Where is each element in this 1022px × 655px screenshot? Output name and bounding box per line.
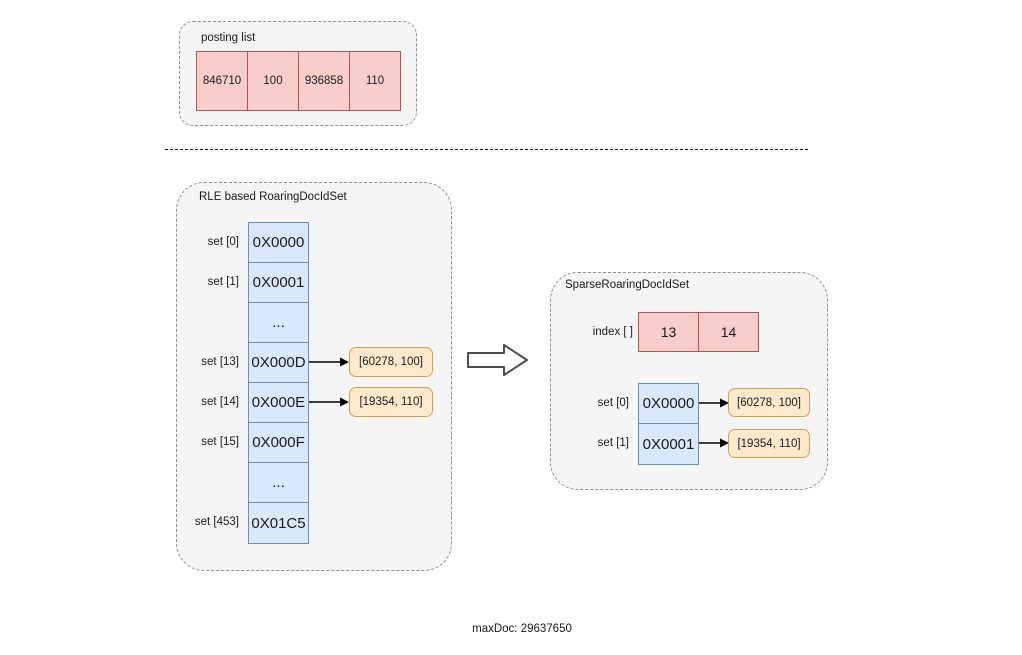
arrow-icon <box>699 398 729 408</box>
index-cell: 13 <box>638 312 699 352</box>
run-value-chip: [60278, 100] <box>349 347 433 377</box>
set-cell: 0X0000 <box>249 223 308 263</box>
posting-cell: 100 <box>247 51 299 111</box>
rle-set-array: 0X0000 0X0001 ... 0X000D 0X000E 0X000F .… <box>248 222 309 544</box>
set-cell: 0X01C5 <box>251 514 306 532</box>
maxdoc-label: maxDoc: 29637650 <box>472 623 572 635</box>
arrow-icon <box>309 357 349 367</box>
posting-list-title: posting list <box>201 32 256 44</box>
posting-list-array: 846710 100 936858 110 <box>196 51 401 111</box>
posting-list-container: posting list 846710 100 936858 110 <box>179 21 417 126</box>
set-index-label: set [0] <box>597 397 629 409</box>
rle-row-labels: set [0] set [1] set [13] set [14] set [1… <box>181 222 239 542</box>
sparse-roaringdocidset-container: SparseRoaringDocIdSet index [ ] 13 14 se… <box>550 272 828 490</box>
index-array-label: index [ ] <box>592 326 633 338</box>
set-index-label <box>181 462 239 502</box>
ellipsis-cell: ... <box>249 463 308 503</box>
sparse-row-labels: set [0] set [1] <box>559 383 629 463</box>
sparse-set-array: 0X0000 0X0001 <box>638 383 699 465</box>
run-value-chip: [60278, 100] <box>728 388 810 417</box>
posting-cell: 110 <box>349 51 401 111</box>
sparse-title: SparseRoaringDocIdSet <box>565 279 690 291</box>
rle-title: RLE based RoaringDocIdSet <box>199 191 347 203</box>
transform-arrow-icon <box>467 344 528 376</box>
arrow-icon <box>699 438 729 448</box>
set-cell: 0X000D <box>249 343 308 383</box>
dashed-divider <box>165 149 808 150</box>
set-index-label: set [1] <box>207 276 239 288</box>
index-array: 13 14 <box>638 312 759 352</box>
posting-cell: 936858 <box>298 51 350 111</box>
set-cell: 0X0000 <box>639 384 698 424</box>
run-value-chip: [19354, 110] <box>728 429 810 458</box>
set-cell: 0X000F <box>249 423 308 463</box>
set-index-label: set [13] <box>201 356 239 368</box>
posting-cell: 846710 <box>196 51 248 111</box>
set-index-label: set [15] <box>201 436 239 448</box>
index-cell: 14 <box>698 312 759 352</box>
set-cell: 0X0001 <box>249 263 308 303</box>
arrow-icon <box>309 397 349 407</box>
set-index-label <box>181 302 239 342</box>
ellipsis-cell: ... <box>249 303 308 343</box>
run-value-chip: [19354, 110] <box>349 387 433 417</box>
set-cell: 0X0001 <box>642 435 695 453</box>
set-cell: 0X000E <box>249 383 308 423</box>
set-index-label: set [14] <box>201 396 239 408</box>
set-index-label: set [453] <box>194 516 239 528</box>
rle-roaringdocidset-container: RLE based RoaringDocIdSet set [0] set [1… <box>176 182 452 571</box>
set-index-label: set [1] <box>597 437 629 449</box>
set-index-label: set [0] <box>207 236 239 248</box>
